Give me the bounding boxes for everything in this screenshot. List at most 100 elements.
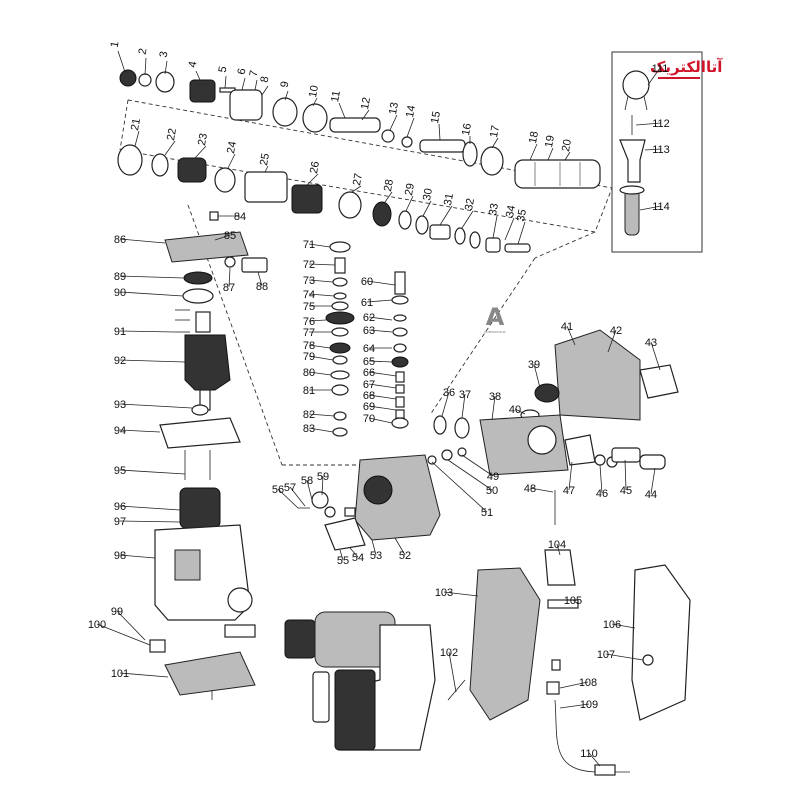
part-label-113: 113 — [652, 144, 670, 156]
leader-line-104 — [556, 543, 561, 556]
part-label-22: 22 — [165, 127, 179, 141]
bottom-cover-parts — [149, 624, 256, 700]
leader-line-96 — [119, 505, 181, 511]
leader-line-89 — [119, 275, 185, 279]
part-label-9: 9 — [279, 80, 292, 88]
part-label-78: 78 — [303, 340, 315, 352]
leader-line-5 — [224, 75, 227, 89]
leader-line-49 — [461, 454, 494, 477]
part-label-44: 44 — [645, 489, 657, 501]
part-label-55: 55 — [337, 555, 349, 567]
part-label-15: 15 — [429, 110, 443, 124]
leader-line-103 — [443, 591, 479, 597]
leader-line-25 — [264, 165, 269, 173]
part-label-98: 98 — [114, 550, 126, 562]
leader-line-30 — [422, 200, 432, 217]
leader-line-20 — [564, 151, 571, 161]
part-label-1: 1 — [109, 40, 122, 48]
part-label-25: 25 — [258, 152, 272, 166]
leader-line-113 — [644, 148, 662, 151]
part-label-64: 64 — [363, 343, 375, 355]
part-label-24: 24 — [225, 140, 239, 154]
part-label-46: 46 — [596, 488, 608, 500]
leader-line-29 — [405, 195, 414, 212]
gearbox-housing — [298, 329, 679, 551]
part-label-40: 40 — [509, 404, 521, 416]
part-label-69: 69 — [363, 401, 375, 413]
leader-line-39 — [533, 363, 541, 389]
part-label-57: 57 — [284, 482, 296, 494]
svg-text:آتاالکتریک: آتاالکتریک — [650, 58, 723, 76]
watermark-logo: A — [486, 303, 505, 331]
leader-line-45 — [624, 459, 627, 491]
leader-line-31 — [439, 205, 453, 226]
leader-line-19 — [547, 147, 554, 161]
leader-line-4 — [195, 70, 201, 81]
leader-line-51 — [431, 461, 488, 513]
leader-line-54 — [349, 547, 359, 558]
part-label-12: 12 — [359, 96, 373, 110]
part-label-75: 75 — [303, 301, 315, 313]
part-label-67: 67 — [363, 379, 375, 391]
part-label-90: 90 — [114, 287, 126, 299]
part-label-108: 108 — [579, 677, 597, 689]
side-handle-parts — [619, 70, 650, 236]
leader-line-111 — [647, 67, 661, 86]
part-label-72: 72 — [303, 259, 315, 271]
leader-line-42 — [607, 329, 617, 353]
part-label-58: 58 — [301, 475, 313, 487]
part-label-111: 111 — [652, 63, 669, 75]
part-label-19: 19 — [543, 134, 557, 148]
leader-line-92 — [119, 359, 186, 363]
leader-line-78 — [308, 344, 331, 349]
part-label-48: 48 — [524, 483, 536, 495]
leader-line-26 — [306, 173, 319, 186]
leader-line-99 — [116, 610, 146, 641]
part-label-47: 47 — [563, 485, 575, 497]
main-handle-parts — [447, 549, 691, 776]
watermark-text: ROBOKHOR.IR — [484, 330, 505, 334]
leader-line-58 — [306, 479, 313, 501]
leader-lines — [96, 50, 662, 767]
gear-shaft-row-2 — [117, 144, 531, 253]
leader-line-114 — [639, 205, 662, 211]
part-label-103: 103 — [435, 587, 453, 599]
part-label-93: 93 — [114, 399, 126, 411]
leader-line-112 — [635, 122, 662, 126]
leader-line-13 — [389, 114, 398, 131]
part-label-76: 76 — [303, 316, 315, 328]
part-label-14: 14 — [404, 104, 418, 118]
part-label-79: 79 — [303, 351, 315, 363]
leader-line-14 — [406, 117, 415, 138]
leader-line-72 — [308, 263, 336, 266]
part-label-61: 61 — [361, 297, 373, 309]
leader-line-65 — [368, 360, 393, 363]
part-label-102: 102 — [440, 647, 458, 659]
part-label-30: 30 — [421, 187, 435, 201]
part-label-82: 82 — [303, 409, 315, 421]
leader-line-97 — [119, 520, 181, 523]
leader-line-110 — [588, 752, 601, 767]
part-label-73: 73 — [303, 275, 315, 287]
part-label-74: 74 — [303, 289, 315, 301]
part-label-21: 21 — [129, 117, 143, 131]
leader-line-66 — [368, 371, 397, 377]
part-label-34: 34 — [504, 204, 518, 218]
leader-line-67 — [368, 383, 397, 389]
part-label-66: 66 — [363, 367, 375, 379]
part-label-77: 77 — [303, 327, 315, 339]
part-label-109: 109 — [580, 699, 598, 711]
part-label-112: 112 — [652, 118, 670, 130]
leader-line-2 — [144, 57, 147, 76]
leader-line-59 — [321, 475, 324, 496]
leader-line-62 — [368, 316, 393, 321]
leader-line-73 — [308, 279, 334, 283]
leader-line-105 — [572, 599, 579, 605]
part-label-107: 107 — [597, 649, 615, 661]
leader-line-8 — [261, 85, 269, 96]
leader-line-43 — [650, 341, 661, 371]
part-label-85: 85 — [224, 230, 236, 242]
leader-line-85 — [214, 234, 231, 241]
part-label-45: 45 — [620, 485, 632, 497]
